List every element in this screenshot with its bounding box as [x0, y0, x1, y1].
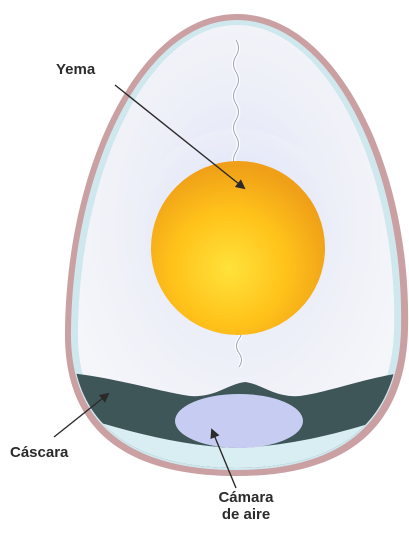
label-shell: Cáscara	[10, 444, 68, 461]
label-air-cell: Cámara de aire	[196, 489, 296, 524]
label-yolk: Yema	[56, 61, 95, 78]
label-air-cell-line1: Cámara	[196, 489, 296, 506]
yolk	[151, 161, 325, 335]
air-cell	[175, 394, 303, 448]
label-air-cell-line2: de aire	[196, 506, 296, 523]
